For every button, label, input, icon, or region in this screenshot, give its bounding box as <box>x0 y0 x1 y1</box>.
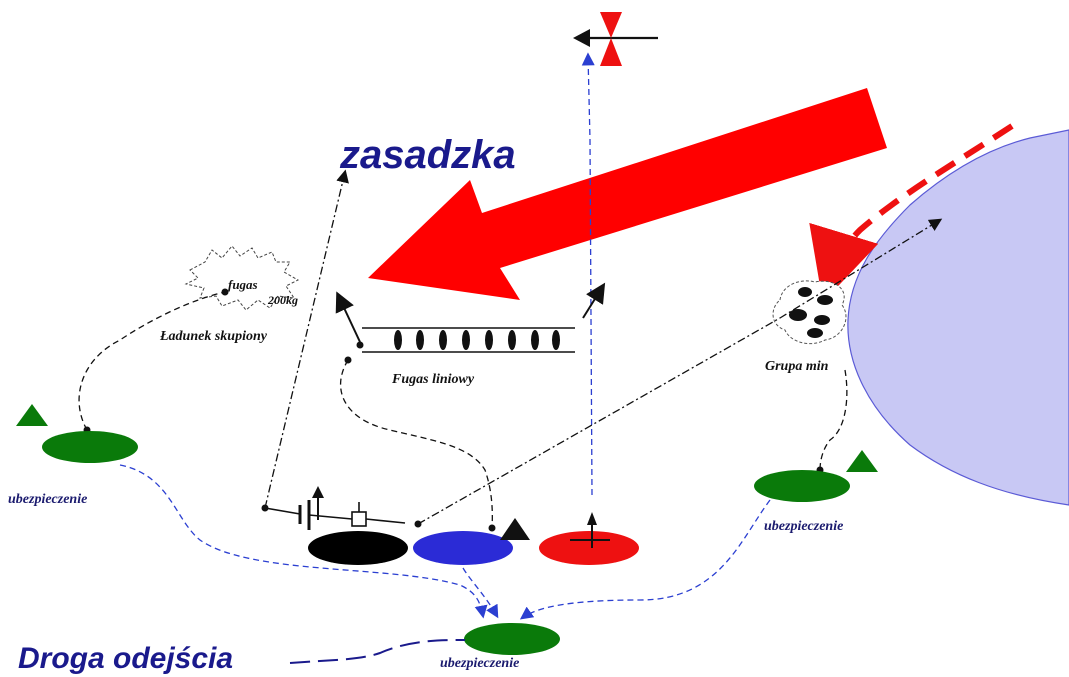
mine-control-line <box>417 218 943 525</box>
red-unit-cross-icon <box>570 512 610 548</box>
mine-group-wire <box>819 369 848 471</box>
ambush-unit-red <box>539 531 639 565</box>
concentrated-charge-label: Ładunek skupiony <box>159 329 268 344</box>
observation-post-symbol <box>573 12 658 66</box>
security-left-triangle-icon <box>16 404 48 426</box>
left-firing-line <box>264 169 349 509</box>
security-unit-bottom <box>464 623 560 655</box>
mine-group <box>772 280 847 345</box>
security-right-label: ubezpieczenie <box>764 519 843 534</box>
linear-charge-wire <box>339 359 493 529</box>
security-left-label: ubezpieczenie <box>8 492 87 507</box>
route-from-right <box>519 499 771 620</box>
ambush-unit-blue <box>413 531 513 565</box>
enemy-attack-arrow <box>368 88 887 300</box>
security-unit-right <box>754 470 850 502</box>
ambush-blue-triangle-icon <box>500 518 530 540</box>
withdrawal-route-label: Droga odejścia <box>18 642 233 675</box>
fugas-label: fugas <box>228 277 258 292</box>
linear-charge <box>335 282 606 353</box>
security-bottom-label: ubezpieczenie <box>440 656 519 671</box>
security-right-triangle-icon <box>846 450 878 472</box>
route-from-center <box>462 567 499 619</box>
exploder-symbol <box>261 486 422 530</box>
mine-group-label: Grupa min <box>765 359 829 374</box>
withdrawal-route-line <box>289 639 466 664</box>
water-area <box>847 129 1069 506</box>
ambush-title: zasadzka <box>339 133 516 177</box>
enemy-approach-route <box>809 123 1014 303</box>
fugas-wire <box>78 291 226 431</box>
red-unit-signal-line <box>581 52 595 496</box>
route-from-left <box>119 464 488 619</box>
ambush-unit-black <box>308 531 408 565</box>
fugas-weight-label: 200kg <box>267 293 298 307</box>
linear-charge-label: Fugas liniowy <box>391 372 475 387</box>
security-unit-left <box>42 431 138 463</box>
